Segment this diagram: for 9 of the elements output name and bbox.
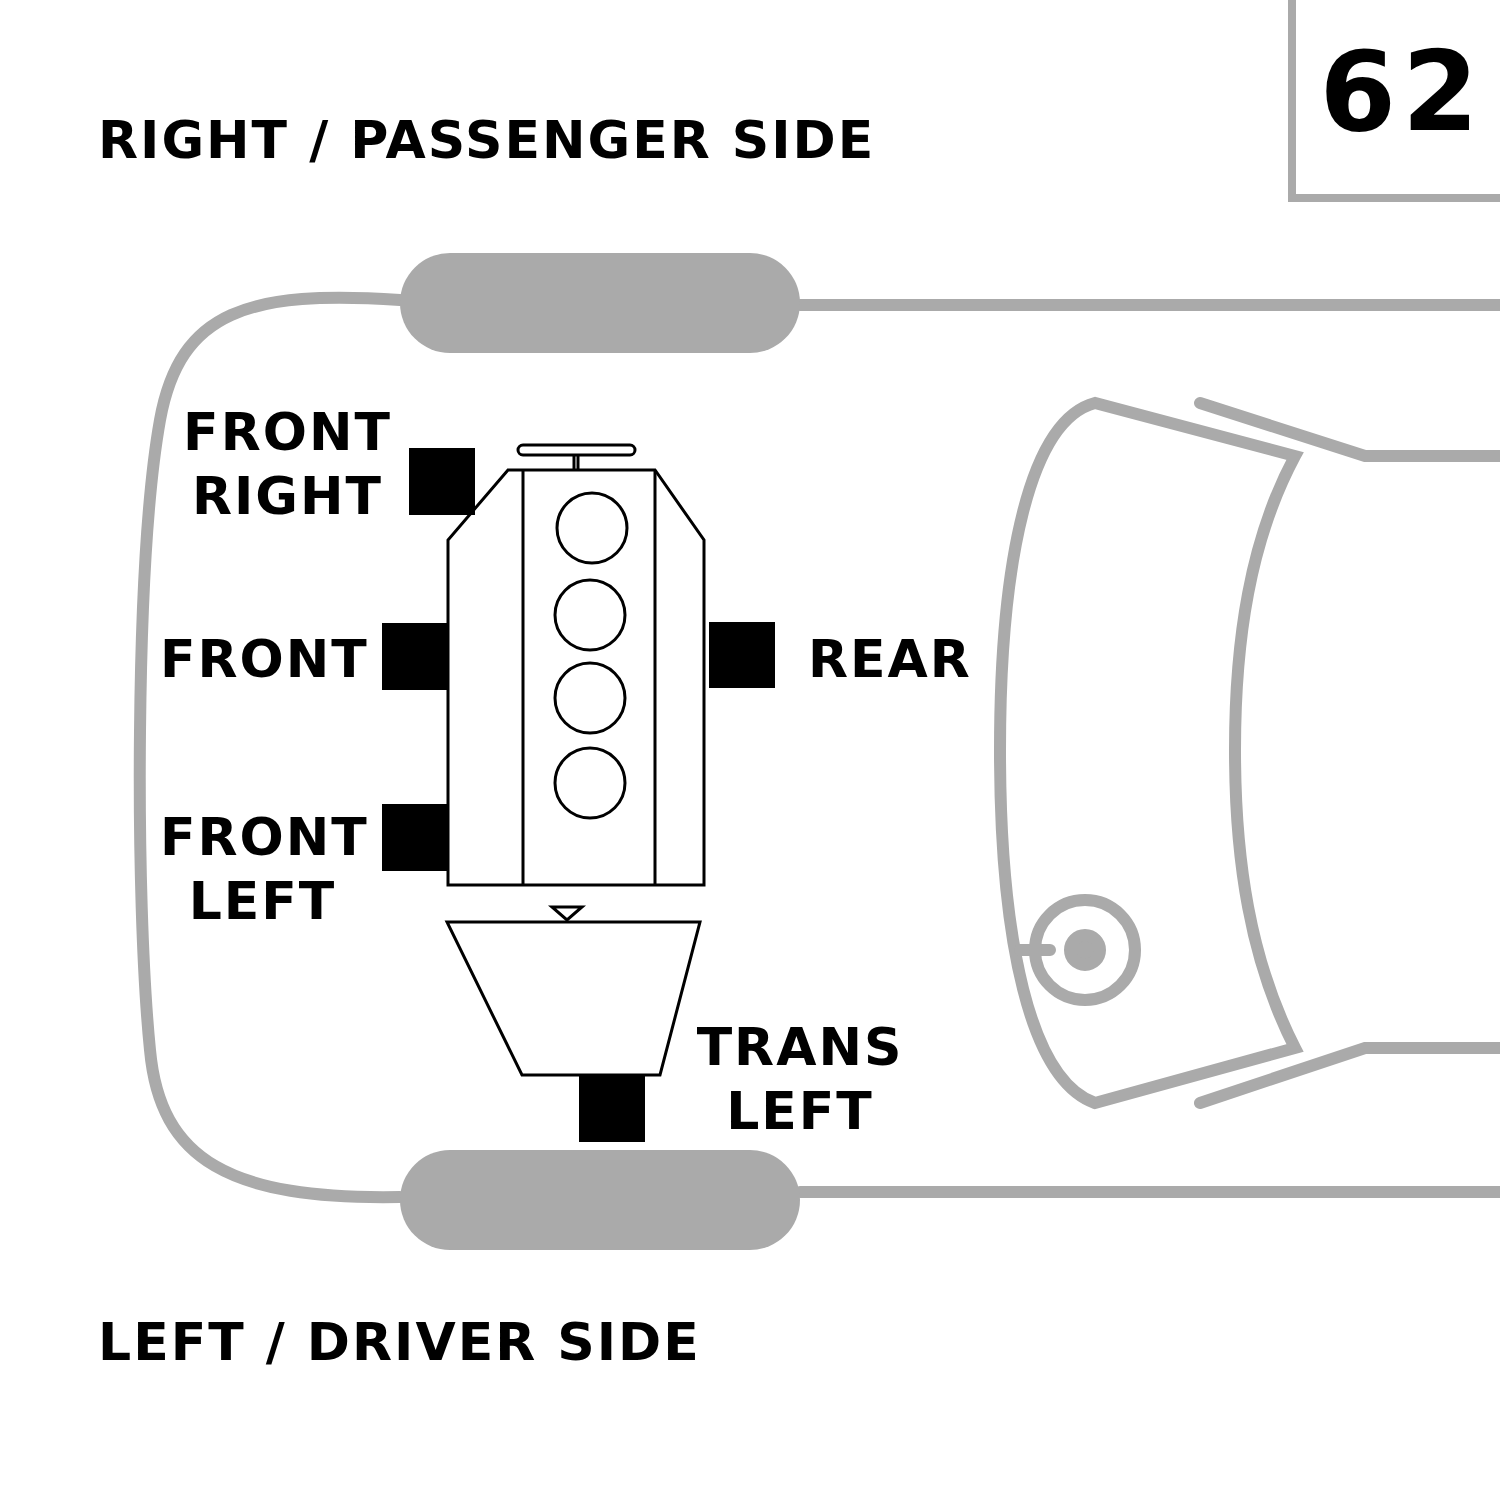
page-number-box: [1288, 0, 1500, 202]
side-label: RIGHT / PASSENGER SIDE: [98, 109, 877, 172]
mount-label: FRONT LEFT: [160, 806, 365, 933]
mount-label: TRANS LEFT: [695, 1016, 905, 1143]
mount-label: FRONT: [160, 628, 365, 691]
page-number: 62: [1319, 28, 1485, 156]
mount-label: FRONT RIGHT: [182, 401, 393, 528]
side-label: LEFT / DRIVER SIDE: [98, 1311, 702, 1374]
mount-label: REAR: [808, 628, 973, 691]
